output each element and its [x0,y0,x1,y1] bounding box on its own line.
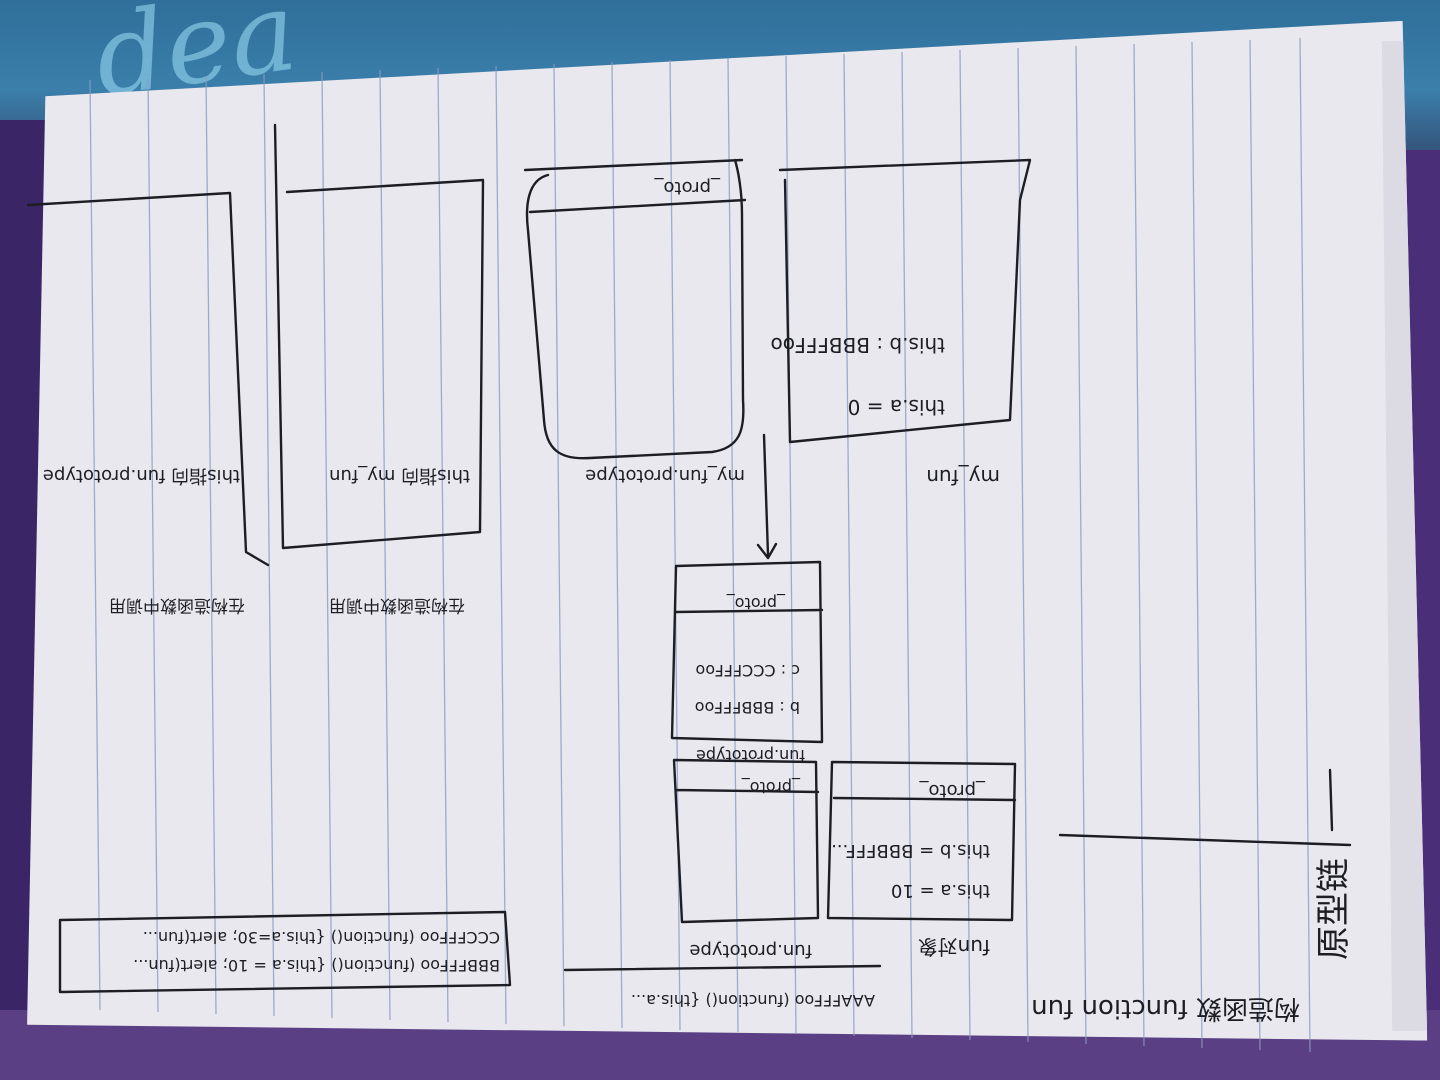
box-proto-object [670,560,824,744]
arrow-down [756,433,778,560]
my-fun-line1: this.a = 0 [848,395,945,419]
code-frames [58,910,882,994]
ink-boxes [26,123,1352,994]
fun-prototype-label: fun.prototype [689,940,812,961]
fun-box-line2: this.b = BBBFFF... [831,840,990,861]
note-this-fun-prototype: this指向 fun.prototype [43,465,240,486]
code-line-b: BBBFFFoo (function() {this.a = 10; alert… [133,956,500,975]
box-this-my-fun [273,123,485,550]
box-bottom-note [26,191,270,567]
fun-box-line1: this.a = 10 [891,880,990,901]
box-fun-prototype [672,758,820,924]
fun-object-label: fun对象 [918,935,990,959]
topic-text: 构造函数 function fun [1031,993,1300,1023]
note-this-my-fun: this指向 my_fun [329,465,470,486]
box-fun-prototype-object [523,158,747,460]
box-fun [826,760,1017,922]
proto-object-b: b : BBBFFFoo [695,698,800,717]
code-line-c: CCCFFFoo (function() {this.a=30; alert(f… [143,928,500,947]
box-my-fun [778,158,1032,444]
proto-object-label: fun.prototype [696,746,805,765]
my-fun-line2: this.b : BBBFFFoo [771,333,945,357]
fun-prototype-proto: _proto_ [741,777,801,797]
note-bottom-1: 在构造函数中调用 [329,595,465,615]
proto-object-proto: _proto_ [726,593,786,613]
my-fun-prototype-proto: _proto_ [653,177,721,198]
handwriting: 原型链 构造函数 function fun AAAFFFoo (function… [43,177,1354,1023]
note-bottom-2: 在构造函数中调用 [109,595,245,615]
heading-text: 原型链 [1314,858,1354,960]
my-fun-label: my_fun [926,465,1000,489]
topic-bar [1328,768,1334,832]
my-fun-prototype-label: my_fun.prototype [585,465,745,486]
code-line-a: AAAFFFoo (function() {this.a... [631,991,875,1010]
heading-underline [1058,833,1352,847]
fun-box-proto: _proto_ [918,780,986,801]
proto-object-c: c : CCCFFFoo [696,661,801,680]
